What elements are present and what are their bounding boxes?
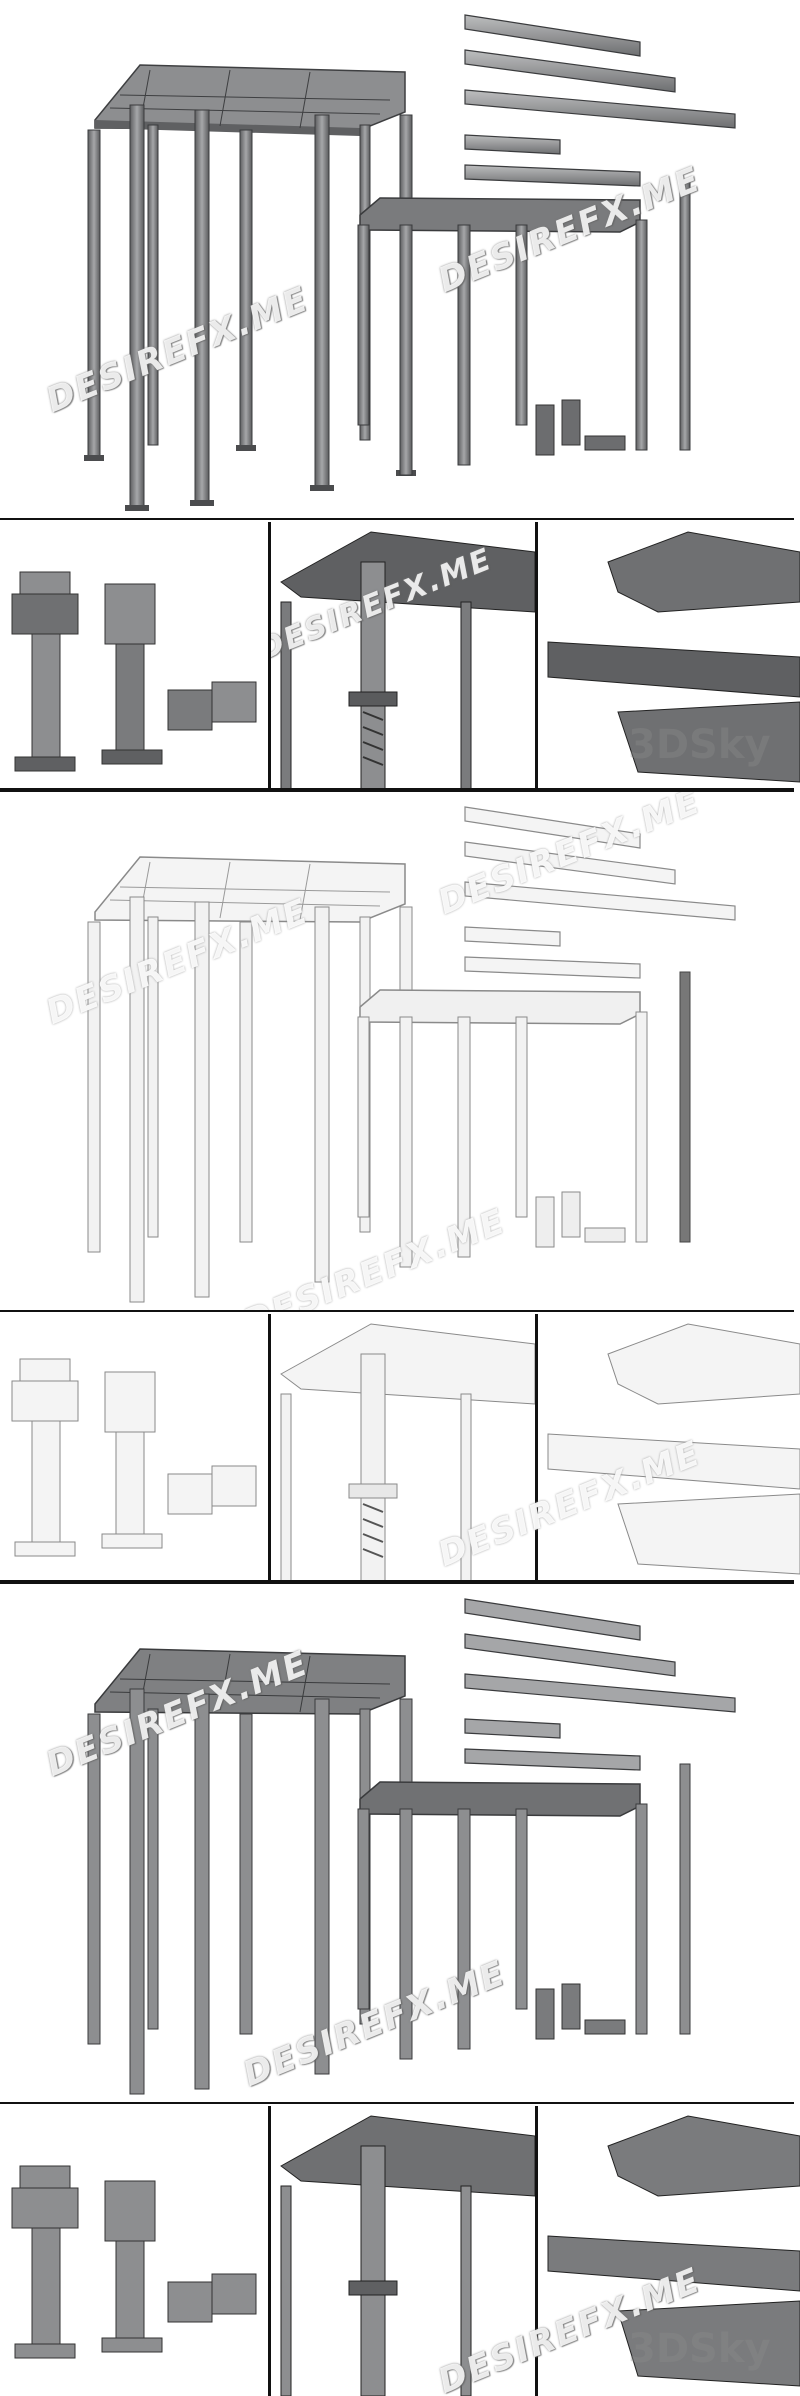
detail-strip-shaded: 3DSky DESIREFX.ME	[0, 2106, 800, 2396]
divider-line	[0, 518, 794, 520]
divider-line	[535, 2106, 538, 2396]
detail-strip-clay: DESIREFX.ME	[0, 1314, 800, 1584]
divider-line	[0, 1310, 794, 1312]
divider-line	[535, 522, 538, 792]
detail-pole-head: DESIREFX.ME	[271, 522, 535, 792]
detail-prop-heads	[0, 2106, 268, 2396]
divider-line	[0, 788, 794, 792]
divider-line	[268, 1314, 271, 1584]
hero-metal-render: DESIREFX.ME DESIREFX.ME	[0, 0, 800, 520]
divider-line	[0, 1580, 794, 1584]
divider-line	[268, 2106, 271, 2396]
divider-line	[535, 1314, 538, 1584]
detail-pole-head	[271, 1314, 535, 1584]
detail-prop-heads	[0, 522, 268, 792]
formwork-assembly-shaded	[87, 1598, 736, 2095]
formwork-assembly-clay	[87, 806, 736, 1303]
detail-pole-head	[271, 2106, 535, 2396]
faint-watermark: 3DSky	[628, 2326, 771, 2372]
divider-line	[268, 522, 271, 792]
divider-line	[0, 2102, 794, 2104]
faint-watermark: 3DSky	[628, 722, 771, 768]
detail-beams: 3DSky	[538, 522, 800, 792]
formwork-assembly-metal	[84, 14, 736, 511]
hero-shaded-render: DESIREFX.ME DESIREFX.ME	[0, 1584, 800, 2104]
detail-prop-heads	[0, 1314, 268, 1584]
detail-strip-metal: DESIREFX.ME 3DSky	[0, 522, 800, 792]
detail-beams: 3DSky	[538, 2106, 800, 2396]
hero-clay-render: DESIREFX.ME DESIREFX.ME DESIREFX.ME	[0, 792, 800, 1312]
detail-beams	[538, 1314, 800, 1584]
